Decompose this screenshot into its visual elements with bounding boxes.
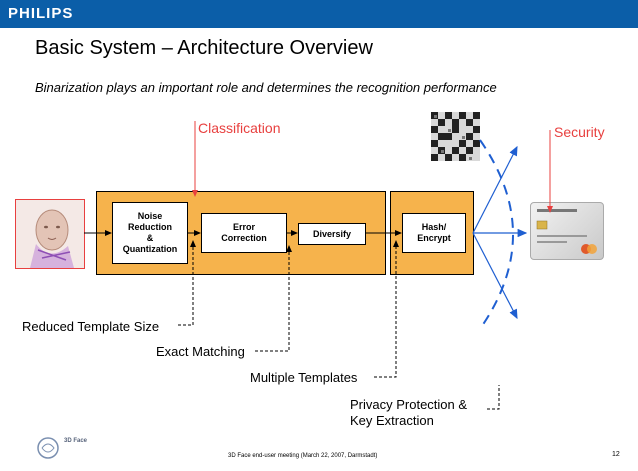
slide-subtitle: Binarization plays an important role and… [35,80,497,95]
qr-icon [431,112,480,161]
page-number: 12 [612,451,620,458]
note-multiple-templates: Multiple Templates [250,370,358,385]
error-correction-box: Error Correction [201,213,287,253]
note-exact-matching: Exact Matching [156,344,245,359]
footer-logo-text: 3D Face [64,438,88,444]
classification-label: Classification [198,120,281,136]
lower-blue-arrow [472,232,518,320]
footer-meeting: 3D Face end-user meeting (March 22, 2007… [228,453,378,459]
qr-code-image [431,112,480,161]
security-label: Security [554,124,605,140]
note-privacy: Privacy Protection & Key Extraction [350,397,468,428]
credit-card-image [530,202,604,260]
face-image [15,199,85,269]
face-icon [30,209,74,268]
3d-face-logo-icon [37,437,59,459]
slide-title: Basic System – Architecture Overview [35,37,373,59]
card-icon [536,209,597,254]
hash-encrypt-box: Hash/ Encrypt [402,213,466,253]
philips-logo: PHILIPS [8,5,74,22]
header-bar: PHILIPS [0,0,638,28]
blue-dashed-arc [479,139,514,327]
footer-logo: 3D Face [36,434,96,464]
upper-blue-arrow [472,145,518,234]
diversify-box: Diversify [298,223,366,245]
note-reduced-template: Reduced Template Size [22,319,160,334]
